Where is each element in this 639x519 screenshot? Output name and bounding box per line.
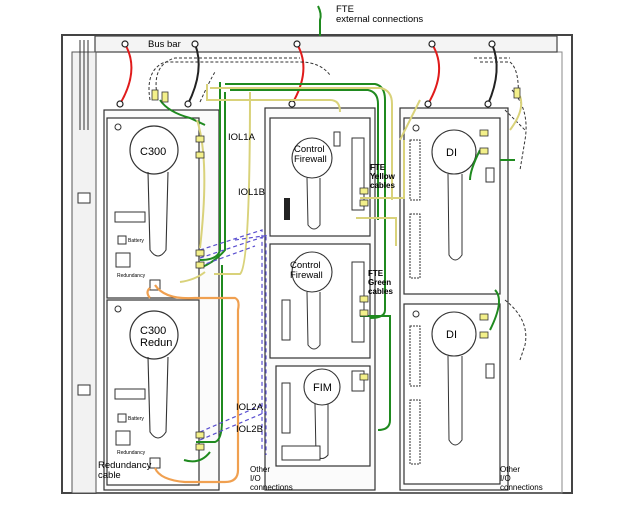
redundancy-cable-label-2: cable (98, 470, 121, 481)
fte-yellow-cables (179, 84, 523, 283)
control-firewall-1: Control Firewall (269, 117, 371, 237)
other-io-right-label-3: connections (500, 483, 543, 492)
iol2b-label: IOL2B (236, 424, 263, 435)
fte-title-label: FTE (336, 4, 354, 15)
other-io-right-label-1: Other (500, 465, 520, 474)
fte-subtitle-label: external connections (336, 14, 423, 25)
bus-bar-terminals (116, 40, 496, 108)
bus-bar-label: Bus bar (148, 39, 181, 50)
control-firewall-2: Control Firewall (269, 243, 371, 359)
c300-label: C300 (140, 146, 166, 158)
fte-green-label-2: Green (368, 278, 391, 287)
fte-green-cables (159, 5, 515, 463)
ground-wires (187, 43, 498, 105)
iol1a-label: IOL1A (228, 132, 256, 143)
c300-redun-battery-label: Battery (128, 416, 144, 422)
di-top-label: DI (446, 147, 457, 159)
redundancy-cable-label-1: Redundancy (98, 460, 152, 471)
di-bottom-label: DI (446, 329, 457, 341)
bus-bar (94, 35, 558, 53)
c300-redun-module: C300 Redun Battery Redundancy (106, 299, 200, 486)
fte-yellow-label-3: cables (370, 181, 395, 190)
di-module-bottom: DI (403, 303, 501, 485)
other-io-mid-label-3: connections (250, 483, 293, 492)
fim-module: FIM (275, 365, 371, 467)
c300-redun-label-1: C300 (140, 325, 166, 337)
fte-yellow-label-2: Yellow (370, 172, 396, 181)
control-firewall-1-label-2: Firewall (294, 154, 327, 165)
c300-battery-label: Battery (128, 238, 144, 244)
other-io-right-label-2: I/O (500, 474, 511, 483)
cable-connectors (151, 87, 521, 451)
control-firewall-2-label-2: Firewall (290, 270, 323, 281)
left-rail-connector-1 (77, 192, 91, 204)
control-firewall-1-label-1: Control (294, 144, 325, 155)
fte-green-label-3: cables (368, 287, 393, 296)
left-rail-connector-2 (77, 384, 91, 396)
iol1b-label: IOL1B (238, 187, 265, 198)
c300-module: C300 Battery Redundancy (106, 117, 200, 299)
power-wires (119, 43, 441, 105)
fte-yellow-label-1: FTE (370, 163, 386, 172)
other-io-mid-label-2: I/O (250, 474, 261, 483)
iol2a-label: IOL2A (236, 402, 264, 413)
control-firewall-2-label-1: Control (290, 260, 321, 271)
io-link-cables (199, 229, 271, 455)
other-io-mid-label-1: Other (250, 465, 270, 474)
redundancy-cable (146, 284, 240, 484)
fte-green-label-1: FTE (368, 269, 384, 278)
c300-redun-label-2: Redun (140, 337, 172, 349)
fim-label: FIM (313, 382, 332, 394)
c300-redundancy-port-label: Redundancy (117, 273, 146, 279)
di-module-top: DI (403, 117, 501, 295)
c300-redun-redundancy-port-label: Redundancy (117, 450, 146, 456)
